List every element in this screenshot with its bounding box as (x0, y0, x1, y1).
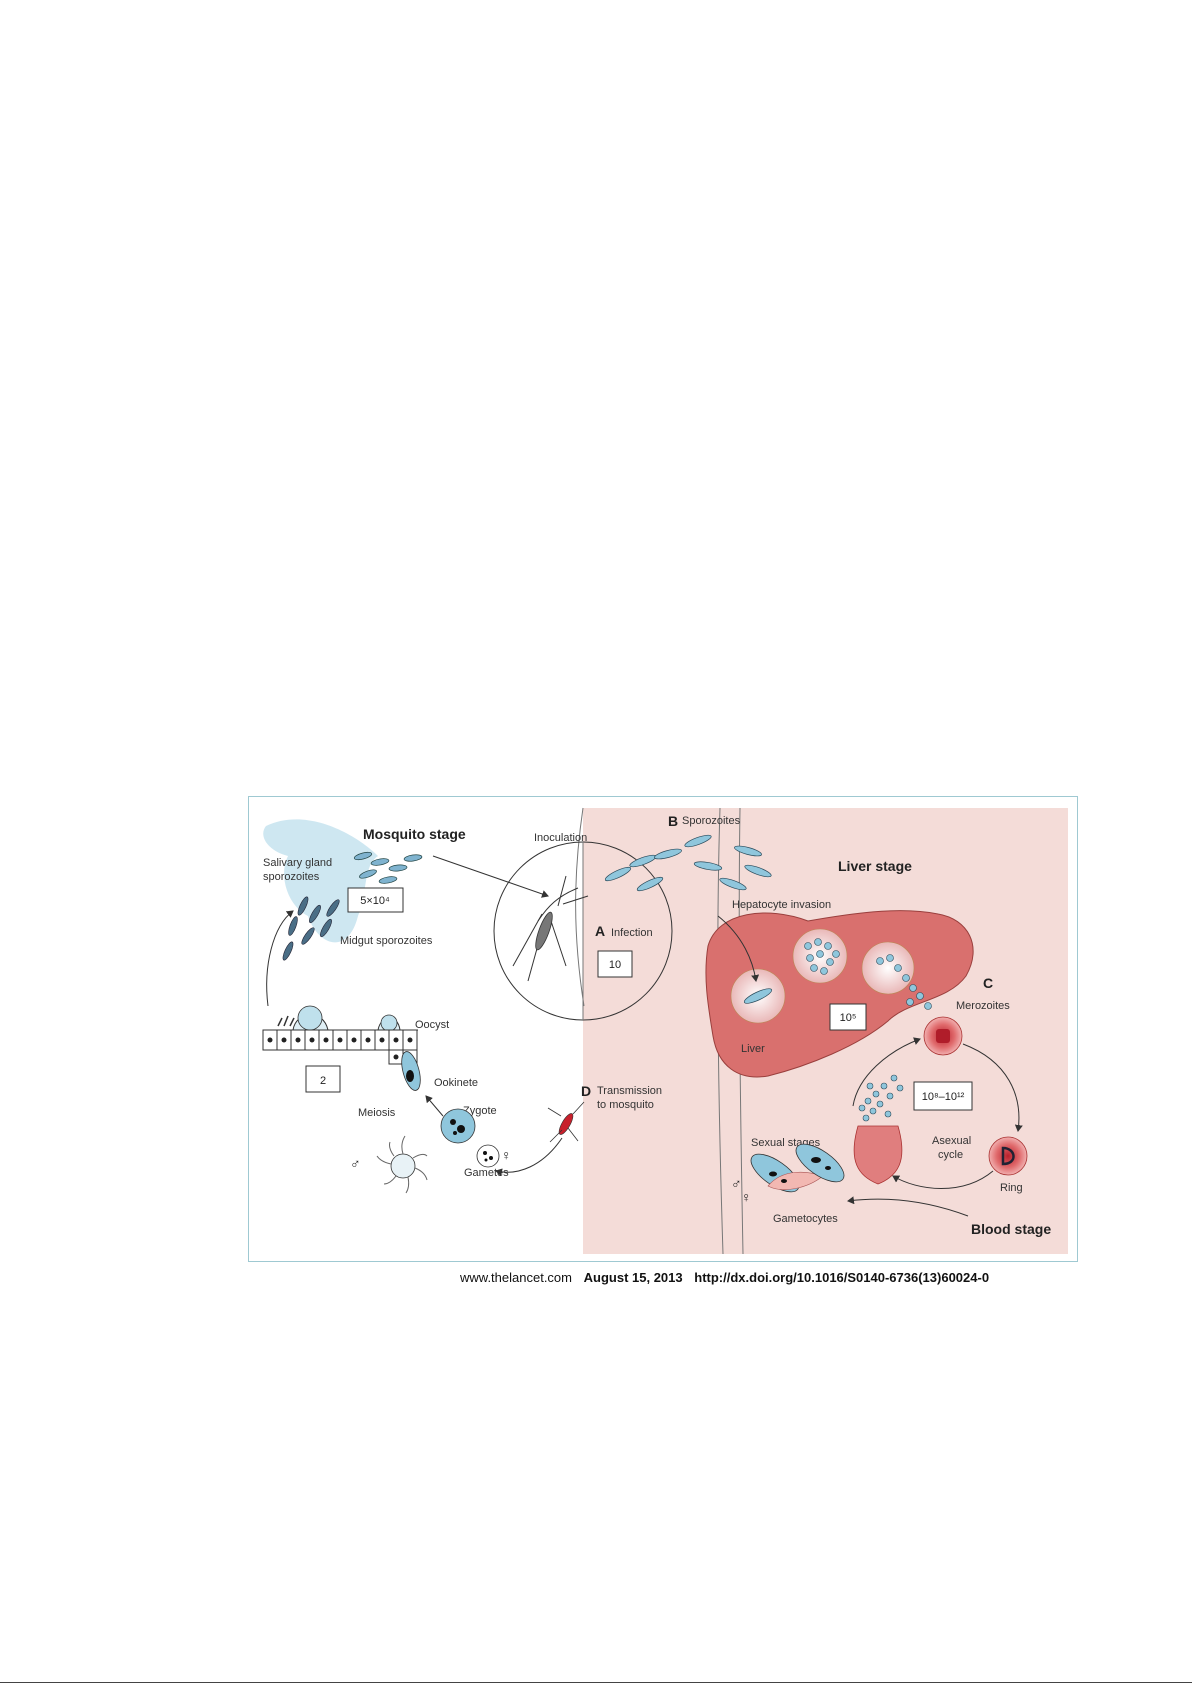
meiosis-label: Meiosis (358, 1107, 396, 1119)
blood-count-value: 10⁸–10¹² (922, 1091, 965, 1103)
feeding-mosquito (547, 1101, 585, 1143)
transmission-label-line1: Transmission (597, 1085, 662, 1097)
blood-count-box (913, 1081, 973, 1111)
page-bottom-rule (0, 1682, 1192, 1683)
doi-link[interactable]: http://dx.doi.org/10.1016/S0140-6736(13)… (694, 1270, 990, 1285)
letter-c: C (983, 975, 993, 991)
asexual-label-line2: cycle (938, 1149, 963, 1161)
letter-d: D (581, 1083, 591, 1099)
male-symbol-mosquito: ♂ (350, 1155, 361, 1171)
salivary-to-inoculation-arrow (432, 855, 549, 898)
mosquito-stage-header: Mosquito stage (363, 826, 466, 842)
midgut-sporozoites-label: Midgut sporozoites (340, 935, 433, 947)
ring-to-schizont-arrow (892, 1170, 994, 1189)
hepatocyte-invasion-label: Hepatocyte invasion (732, 899, 831, 911)
zygote-cell (440, 1108, 476, 1144)
liver-label: Liver (741, 1043, 765, 1055)
rupturing-schizont (861, 941, 915, 995)
salivary-label-line2: sporozoites (263, 871, 320, 883)
letter-b: B (668, 813, 678, 829)
inoculation-label: Inoculation (534, 832, 587, 844)
asexual-label-line1: Asexual (932, 1135, 971, 1147)
zygote-label: Zygote (463, 1105, 497, 1117)
infection-count-box (597, 950, 633, 978)
infection-count-value: 10 (609, 959, 621, 971)
merozoites-label: Merozoites (956, 1000, 1010, 1012)
sporozoites-label: Sporozoites (682, 815, 741, 827)
blood-merozoites (858, 1074, 904, 1122)
bloodstream-sporozoites (604, 834, 772, 892)
transmission-arrow (495, 1137, 563, 1177)
gametocytes-label: Gametocytes (773, 1213, 838, 1225)
liver-count-box (829, 1003, 867, 1031)
female-symbol-mosquito: ♀ (501, 1147, 512, 1163)
schizont-to-merozoite-arrow (852, 1037, 921, 1107)
blood-to-sexual-arrow (847, 1196, 969, 1217)
ring-stage-rbc (988, 1136, 1028, 1176)
midgut-sporozoites (282, 896, 340, 961)
oocyst-count-box (305, 1065, 341, 1093)
liver-stage-header: Liver stage (838, 858, 912, 874)
salivary-sporozoites (353, 851, 423, 884)
oocyst-count-value: 2 (320, 1075, 326, 1087)
released-merozoites (876, 954, 932, 1010)
gametes-label: Gametes (464, 1167, 509, 1179)
oocyst-cell (297, 1005, 323, 1031)
ookinete-label: Ookinete (434, 1077, 478, 1089)
malaria-life-cycle-figure: Mosquito stage Liver stage Blood stage S… (248, 796, 1078, 1262)
liver-count-value: 10⁵ (840, 1012, 857, 1024)
transmission-label-line2: to mosquito (597, 1099, 654, 1111)
merozoite-to-ring-arrow (962, 1043, 1023, 1132)
life-cycle-diagram: Mosquito stage Liver stage Blood stage S… (248, 796, 1078, 1262)
gametocyte-2 (795, 1143, 845, 1183)
invasion-arrow (717, 915, 760, 982)
mosquito-count-box (347, 887, 404, 913)
male-gamete (390, 1153, 416, 1179)
infection-label: Infection (611, 927, 653, 939)
letter-a: A (595, 923, 605, 939)
publication-date: August 15, 2013 (583, 1270, 683, 1285)
midgut-to-gland-arrow (266, 910, 294, 1007)
journal-site: www.thelancet.com (460, 1270, 572, 1285)
oocyst-label: Oocyst (415, 1019, 449, 1031)
zygote-to-ookinete-arrow (425, 1095, 444, 1117)
blood-stage-header: Blood stage (971, 1221, 1051, 1237)
salivary-label-line1: Salivary gland (263, 857, 332, 869)
blood-schizont (853, 1125, 903, 1185)
schizont-merozoites (804, 938, 840, 975)
male-symbol-gametocyte: ♂ (731, 1175, 742, 1191)
female-gamete (476, 1144, 500, 1168)
ring-label: Ring (1000, 1182, 1023, 1194)
mosquito-count-value: 5×10⁴ (360, 895, 390, 907)
female-symbol-gametocyte: ♀ (741, 1189, 752, 1205)
citation-line: www.thelancet.com August 15, 2013 http:/… (460, 1270, 1080, 1285)
